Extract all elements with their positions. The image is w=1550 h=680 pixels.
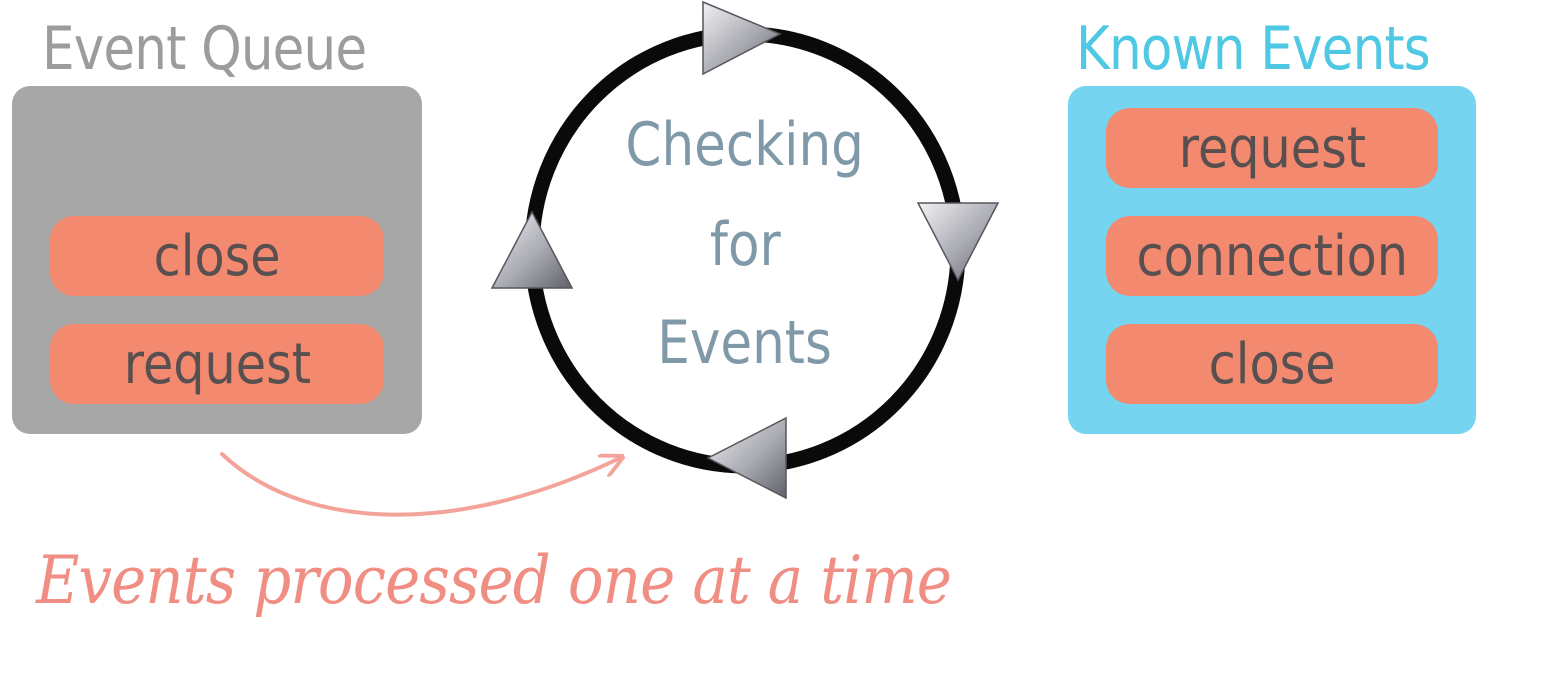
known-item-label: close [1208, 331, 1336, 397]
loop-arrow-top-icon [702, 0, 782, 76]
known-item-close: close [1106, 324, 1438, 404]
known-events-panel: request connection close [1068, 86, 1476, 434]
queue-item-request: request [50, 324, 384, 404]
caption-text: Events processed one at a time [36, 542, 952, 619]
event-queue-title: Event Queue [42, 14, 367, 84]
loop-text-line-2: for [709, 210, 781, 280]
queue-item-label: request [123, 331, 311, 397]
known-item-connection: connection [1106, 216, 1438, 296]
loop-arrow-bottom-icon [706, 416, 787, 500]
known-item-label: request [1178, 115, 1366, 181]
queue-item-label: close [153, 223, 281, 289]
loop-arrow-right-icon [916, 202, 1000, 282]
queue-item-close: close [50, 216, 384, 296]
loop-text-line-1: Checking [625, 110, 865, 180]
loop-text-line-3: Events [657, 308, 833, 378]
event-queue-panel: close request [12, 86, 422, 434]
curved-arrow-icon [220, 452, 620, 517]
known-item-request: request [1106, 108, 1438, 188]
known-item-label: connection [1136, 223, 1408, 289]
loop-arrow-left-icon [490, 210, 574, 289]
known-events-title: Known Events [1076, 14, 1431, 84]
